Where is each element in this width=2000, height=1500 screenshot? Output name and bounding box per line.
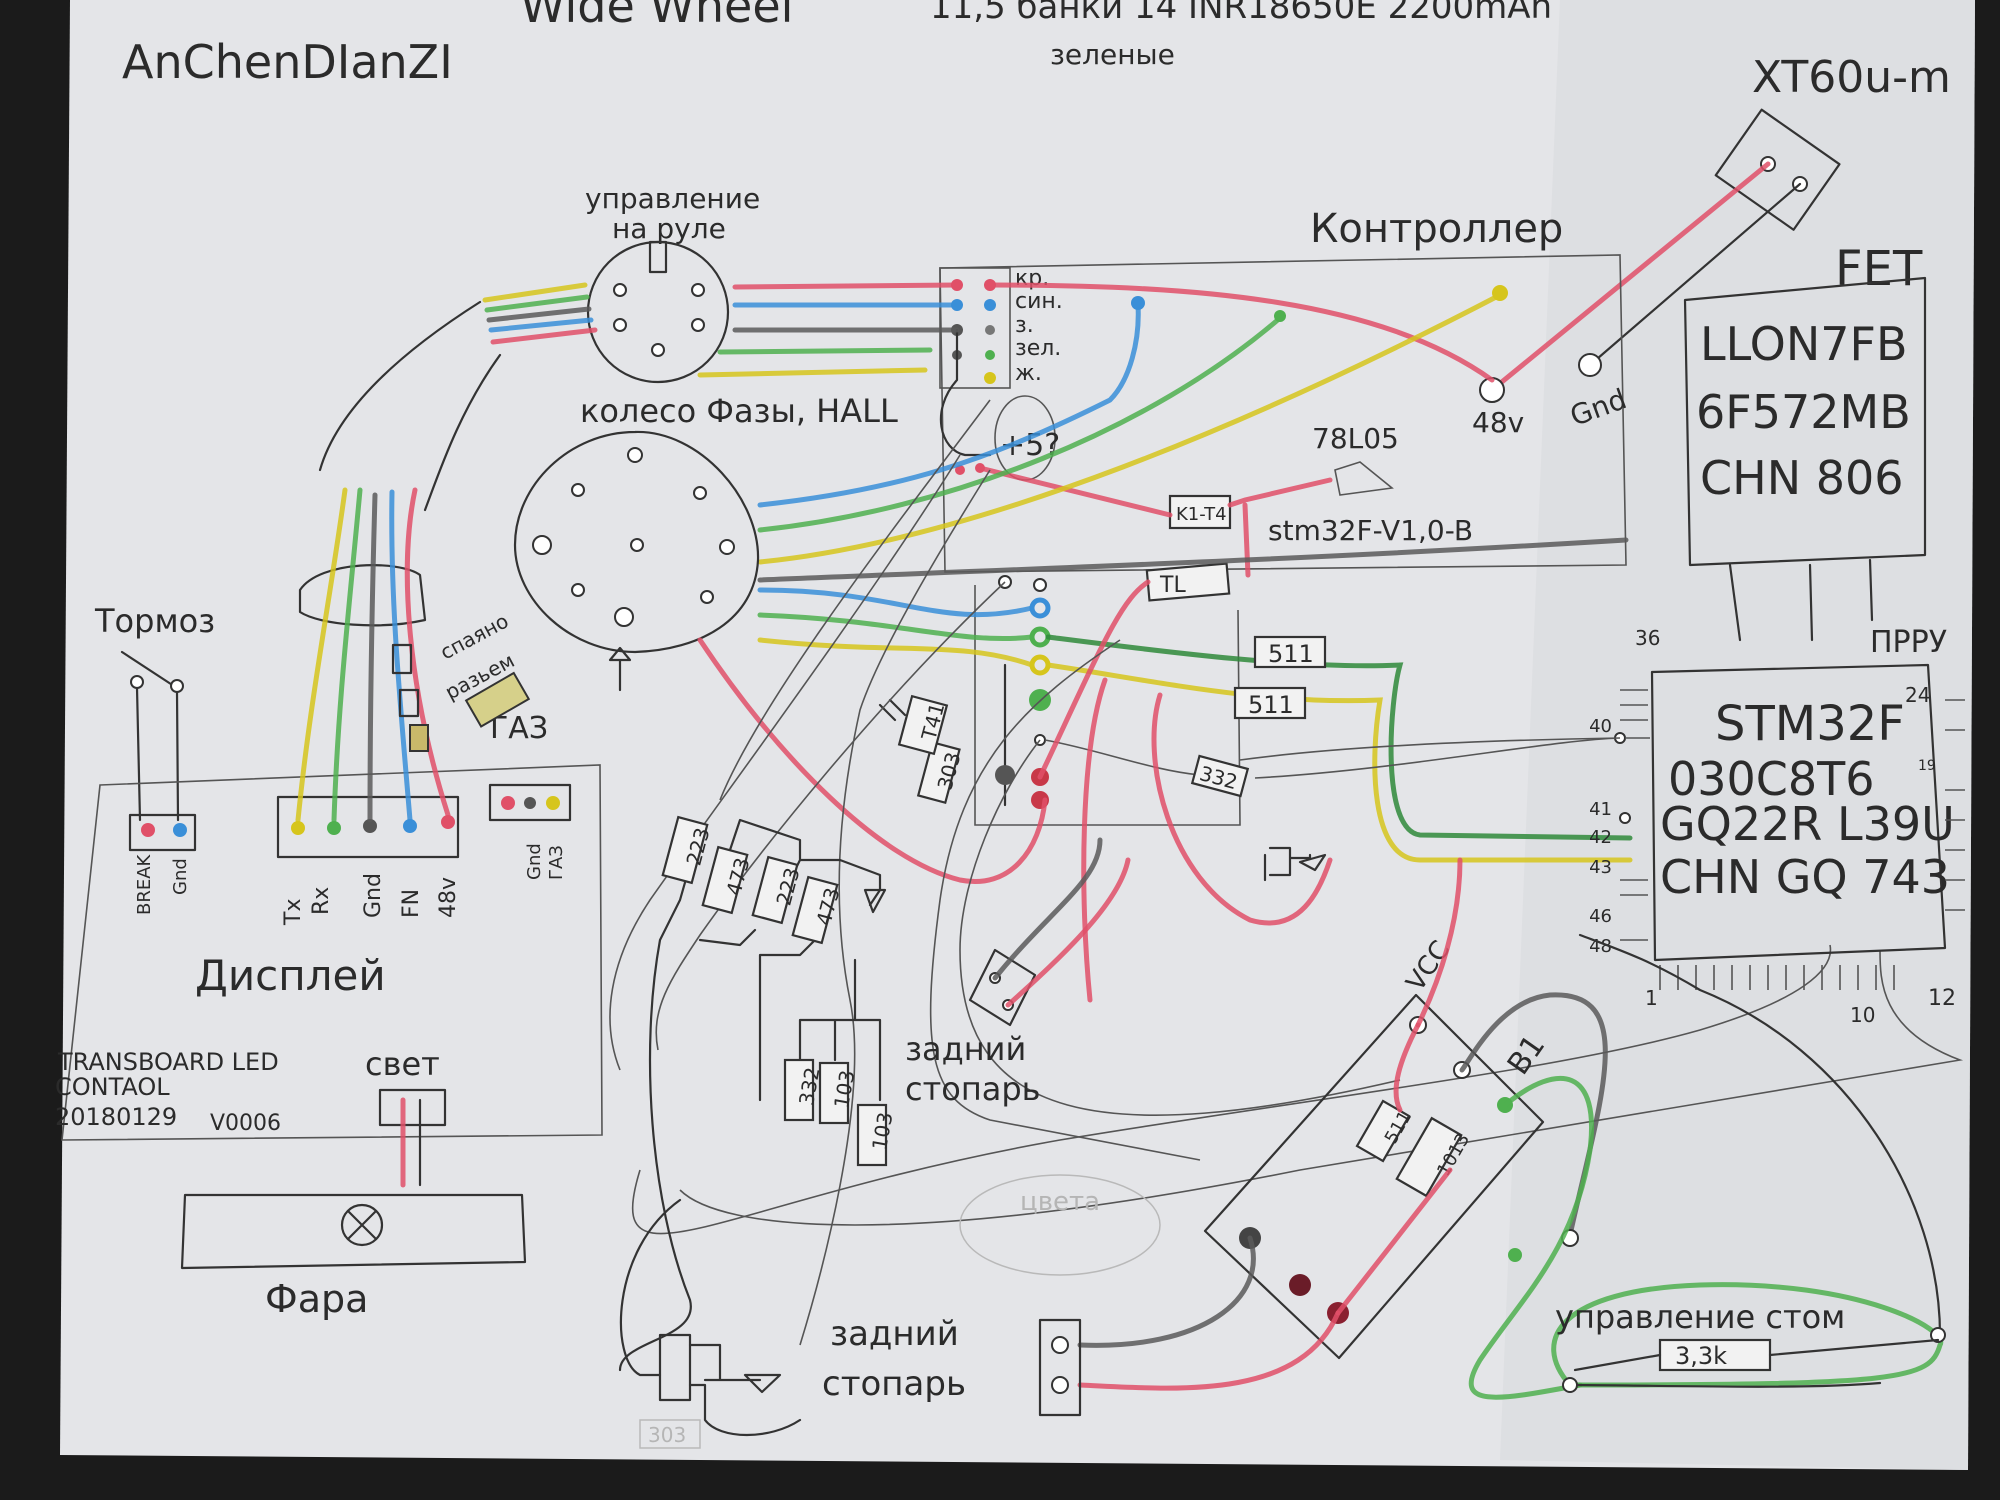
svg-text:3,3k: 3,3k [1675,1342,1727,1370]
svg-text:Gnd: Gnd [524,843,545,880]
svg-text:ГАЗ: ГАЗ [546,845,567,880]
fet-component: FET LLON7FB 6F572MB CHN 806 [1683,241,1927,642]
svg-text:управление: управление [585,182,760,215]
svg-text:10: 10 [1850,1003,1875,1027]
svg-text:CHN 806: CHN 806 [1700,451,1904,505]
resistor-511-b [1233,686,1307,720]
svg-text:46: 46 [1589,906,1612,927]
svg-text:FN: FN [399,889,424,918]
svg-text:Фара: Фара [265,1277,368,1321]
svg-text:Дисплей: Дисплей [195,951,386,1000]
svg-text:задний: задний [905,1030,1026,1068]
svg-text:78L05: 78L05 [1312,422,1399,455]
headlight: Фара [180,1193,527,1321]
paper-sheet [60,0,1975,1470]
transistor-bottom: 303 [619,1198,802,1449]
svg-text:43: 43 [1589,857,1612,878]
svg-text:ПРРУ: ПРРУ [1870,625,1947,660]
svg-text:Тормоз: Тормоз [94,602,215,640]
svg-text:колесо Фазы, HALL: колесо Фазы, HALL [580,392,898,430]
xt60-connector [1489,108,1841,393]
svg-text:з.: з. [1015,313,1034,338]
svg-text:511: 511 [1248,691,1294,719]
paper-shadow [1500,0,1975,1470]
resistor-511-a [1253,635,1327,669]
svg-text:STM32F: STM32F [1715,696,1905,752]
controller-wire-labels: кр. син. з. зел. ж. [1015,266,1063,386]
svg-text:задний: задний [830,1314,959,1354]
rear-stop-connector-b: задний стопарь [822,1314,1082,1417]
svg-text:48v: 48v [436,877,461,918]
svg-text:Gnd: Gnd [170,858,191,895]
svg-text:511: 511 [1268,640,1314,668]
svg-text:стопарь: стопарь [905,1070,1041,1108]
svg-text:CONTAOL: CONTAOL [55,1073,170,1101]
svg-text:свет: свет [365,1045,440,1083]
battery-text: 11,5 банки 14 INR18650E 2200mAh [930,0,1552,27]
svg-text:GQ22R L39U: GQ22R L39U [1660,797,1955,851]
svg-text:Tx: Tx [281,899,306,926]
rear-stop-connector-a: задний стопарь [905,837,1131,1108]
svg-text:ж.: ж. [1015,361,1042,386]
svg-text:12: 12 [1928,986,1956,1011]
brake-switch: Тормоз [94,602,215,822]
svg-text:стопарь: стопарь [822,1364,966,1404]
svg-text:V0006: V0006 [210,1111,281,1136]
svg-text:управление стом: управление стом [1555,1298,1845,1336]
brand-text: AnChenDIanZI [122,35,453,89]
svg-text:Gnd: Gnd [361,873,386,918]
svg-text:TL: TL [1159,573,1186,598]
xt60-label: XT60u-m [1752,52,1951,103]
display-unit: BREAK Gnd Tx Rx Gnd FN 48v ГАЗ Gnd ГАЗ Д… [55,487,603,1188]
svg-text:48v: 48v [1472,406,1524,439]
svg-text:на руле: на руле [612,212,726,245]
faint-note: цвета [1020,1187,1100,1217]
resistor-303 [916,740,961,805]
svg-text:303: 303 [648,1423,686,1447]
svg-text:син.: син. [1015,289,1063,314]
svg-text:зел.: зел. [1015,336,1061,361]
battery-note: зеленые [1050,38,1175,71]
svg-text:6F572MB: 6F572MB [1696,385,1911,439]
svg-text:BREAK: BREAK [134,853,155,915]
svg-text:LLON7FB: LLON7FB [1700,317,1908,371]
svg-text:K1-T4: K1-T4 [1176,504,1227,525]
svg-text:Контроллер: Контроллер [1310,206,1563,252]
svg-text:FET: FET [1835,241,1923,297]
svg-text:19: 19 [1918,758,1936,774]
wheel-connector: колесо Фазы, HALL [513,392,898,692]
transistor-t41 [897,694,949,756]
title-text: Wide Wheel [520,0,793,33]
handlebar-connector: управление на руле [585,182,760,384]
svg-text:24: 24 [1905,683,1930,707]
svg-text:40: 40 [1589,716,1612,737]
svg-text:20180129: 20180129 [55,1103,177,1131]
svg-text:030C8T6: 030C8T6 [1668,752,1875,806]
svg-text:41: 41 [1589,799,1612,820]
svg-text:36: 36 [1635,626,1660,650]
svg-text:1: 1 [1645,986,1658,1010]
svg-text:42: 42 [1589,827,1612,848]
svg-text:TRANSBOARD LED: TRANSBOARD LED [57,1048,279,1076]
resistor-332 [1190,754,1250,798]
svg-text:CHN GQ 743: CHN GQ 743 [1660,850,1950,904]
svg-text:stm32F-V1,0-B: stm32F-V1,0-B [1268,514,1473,547]
svg-text:Rx: Rx [309,887,334,915]
resistor-ladder: 223 473 223 473 332 103 103 [618,815,897,1372]
stop-control: управление стом 3,3k [1551,933,1946,1393]
